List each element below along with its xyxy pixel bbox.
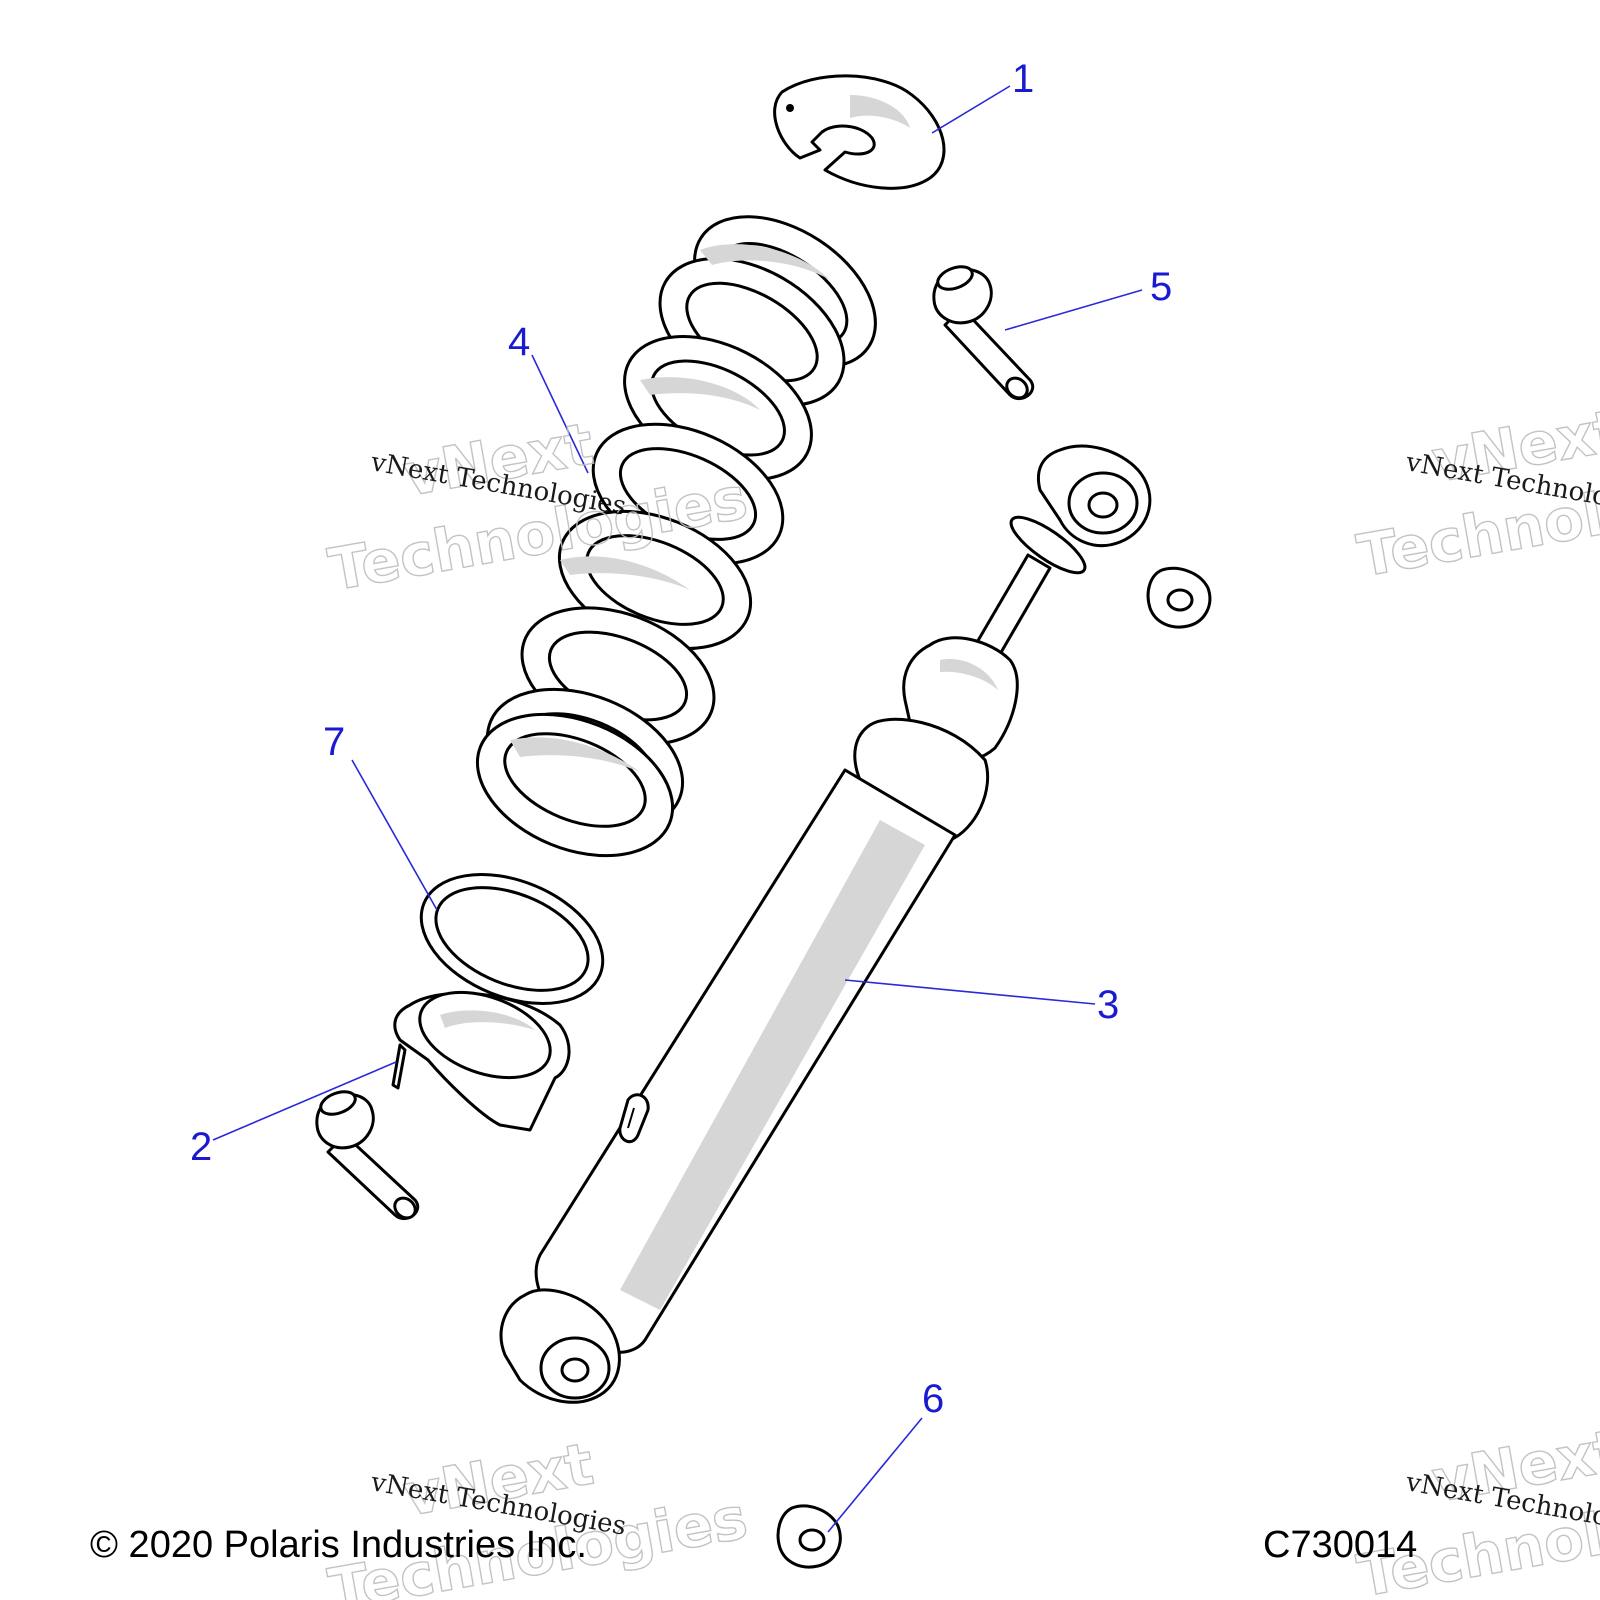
callout-labels: 1 5 4 7 3 2 6 bbox=[190, 57, 1172, 1421]
diagram-code: C730014 bbox=[1263, 1524, 1417, 1566]
leader-lines bbox=[212, 85, 1143, 1533]
callout-5: 5 bbox=[1150, 265, 1172, 309]
callout-6: 6 bbox=[922, 1377, 944, 1421]
spring-retainer-part bbox=[773, 74, 946, 190]
leader-7 bbox=[351, 759, 438, 911]
leader-3 bbox=[844, 979, 1096, 1005]
leader-6 bbox=[827, 1417, 923, 1533]
leader-4 bbox=[531, 354, 589, 474]
leader-2 bbox=[212, 1061, 397, 1141]
bottom-bushing-part bbox=[776, 1504, 842, 1569]
callout-2: 2 bbox=[190, 1125, 212, 1169]
lower-bolt-part bbox=[315, 1090, 419, 1221]
upper-bolt-part bbox=[932, 265, 1034, 401]
coil-spring-part bbox=[475, 215, 877, 858]
bushing-part bbox=[1146, 566, 1212, 629]
footer: © 2020 Polaris Industries Inc. C730014 bbox=[90, 1524, 1417, 1566]
callout-1: 1 bbox=[1012, 57, 1034, 101]
callout-4: 4 bbox=[508, 320, 530, 364]
lower-spring-seat-part bbox=[391, 990, 571, 1132]
copyright-text: © 2020 Polaris Industries Inc. bbox=[90, 1524, 587, 1566]
leader-1 bbox=[931, 85, 1011, 134]
shock-absorber-part bbox=[499, 444, 1152, 1404]
washer-ring-part bbox=[419, 873, 605, 1005]
callout-3: 3 bbox=[1097, 983, 1119, 1027]
leader-5 bbox=[1004, 289, 1143, 331]
callout-7: 7 bbox=[323, 720, 345, 764]
